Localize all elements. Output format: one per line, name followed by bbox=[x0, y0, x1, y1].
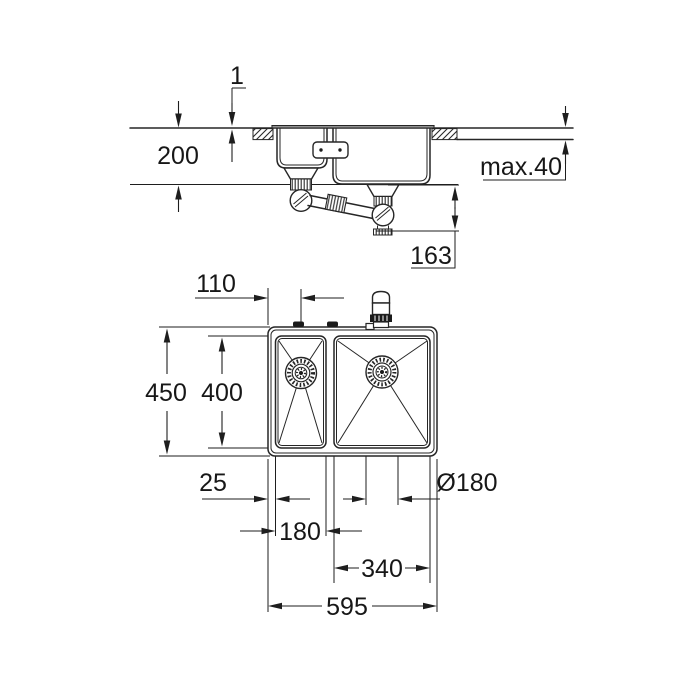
bracket-hole bbox=[338, 148, 342, 152]
sink-rim-profile bbox=[271, 124, 435, 129]
dim-drain-offset: 110 bbox=[195, 270, 344, 302]
dim-label-drain-diameter: Ø180 bbox=[436, 469, 497, 497]
dim-overall-width: 595 bbox=[268, 593, 437, 621]
faucet-dome bbox=[371, 290, 391, 304]
dim-label-large-bowl-width: 340 bbox=[361, 555, 403, 583]
small-bowl-strainer bbox=[284, 356, 318, 390]
dim-large-bowl-width: 340 bbox=[334, 555, 430, 583]
waste-pipe bbox=[307, 193, 376, 220]
dim-label-small-bowl-width: 180 bbox=[279, 518, 321, 546]
dim-label-overall-width: 595 bbox=[326, 593, 368, 621]
right-drain-flange bbox=[365, 183, 401, 198]
counter-hatch-right bbox=[431, 128, 458, 141]
mounting-bracket bbox=[312, 141, 349, 159]
plan-view: 110 450 400 25 Ø180 bbox=[145, 270, 497, 621]
counter-hatch-left bbox=[252, 128, 274, 141]
fastening-clips bbox=[293, 321, 338, 327]
dim-rim-height: 1 bbox=[228, 62, 246, 162]
dim-label-trap-height: 163 bbox=[410, 242, 452, 270]
dim-edge-margin: 25 bbox=[199, 469, 310, 503]
pipe-coupling bbox=[324, 193, 348, 214]
fastening-clip bbox=[327, 321, 338, 327]
dim-label-counter-thickness: max.40 bbox=[480, 153, 562, 181]
sink-outline-plan bbox=[267, 326, 438, 457]
large-bowl-plan bbox=[333, 335, 431, 449]
bowl-slope-lines bbox=[278, 340, 323, 444]
bowl-slope-lines bbox=[337, 340, 428, 444]
dim-counter-thickness: max.40 bbox=[480, 106, 569, 181]
bracket-hole bbox=[319, 148, 323, 152]
left-drain-assembly bbox=[282, 167, 320, 212]
dim-trap-height: 163 bbox=[376, 184, 459, 270]
faucet-body bbox=[371, 302, 391, 316]
faucet-spout-stub bbox=[365, 322, 375, 331]
faucet bbox=[365, 290, 392, 331]
countertop-section bbox=[129, 127, 574, 141]
left-drain-nut bbox=[290, 178, 312, 191]
dim-label-edge-margin: 25 bbox=[199, 469, 227, 497]
dim-overall-depth: 450 bbox=[145, 328, 187, 455]
faucet-collar bbox=[370, 314, 392, 322]
faucet-base bbox=[372, 321, 390, 329]
dim-label-drain-offset: 110 bbox=[196, 270, 236, 298]
right-drain-outlet-nut bbox=[373, 228, 393, 236]
left-drain-elbow bbox=[289, 188, 313, 212]
small-bowl-plan bbox=[274, 335, 327, 449]
dim-label-rim-height: 1 bbox=[230, 62, 244, 90]
dim-label-overall-depth: 450 bbox=[145, 379, 187, 407]
right-drain-assembly bbox=[365, 183, 401, 236]
dim-label-bowl-inner-depth: 400 bbox=[201, 379, 243, 407]
dim-label-bowl-depth: 200 bbox=[157, 142, 199, 170]
dim-small-bowl-width: 180 bbox=[240, 518, 362, 546]
left-drain-flange bbox=[282, 167, 320, 180]
side-section-view: 1 200 max.40 163 bbox=[129, 62, 574, 270]
fastening-clip bbox=[293, 321, 304, 327]
dim-drain-diameter: Ø180 bbox=[343, 469, 498, 503]
dim-bowl-depth: 200 bbox=[157, 101, 199, 212]
dim-bowl-inner-depth: 400 bbox=[201, 337, 243, 447]
large-bowl-strainer bbox=[365, 355, 399, 389]
